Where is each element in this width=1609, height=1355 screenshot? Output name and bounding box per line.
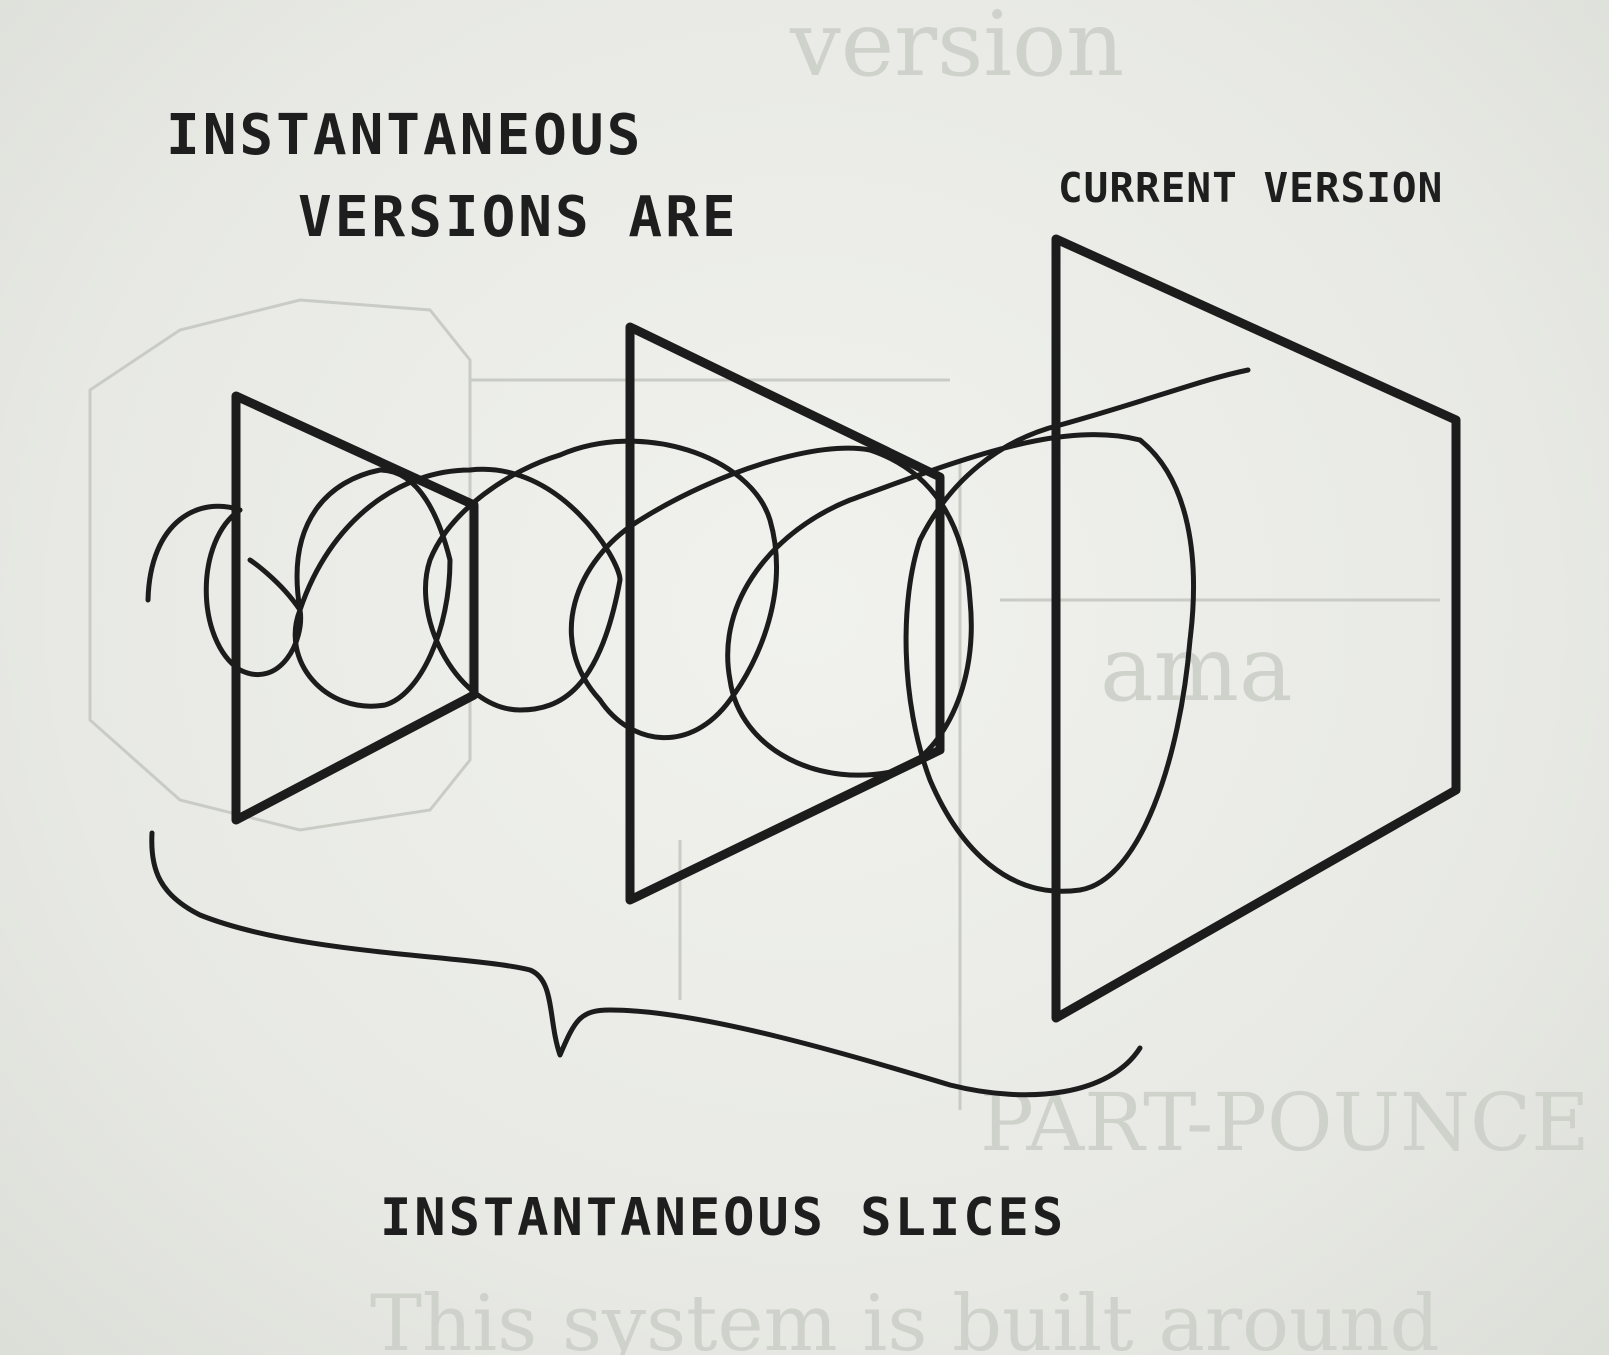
svg-text:version: version [789,0,1124,97]
slice-frame-3-current [1051,234,1461,1023]
title-line-2: VERSIONS ARE [298,185,739,250]
show-through-background: version ama PART-POUNCE This system is b… [88,0,1590,1355]
grouping-brace [149,830,1143,1098]
title-line-1: INSTANTANEOUS [166,103,644,168]
version-history-helix [145,367,1251,894]
instantaneous-slices-caption: INSTANTANEOUS SLICES [380,1188,1067,1248]
svg-text:PART-POUNCE: PART-POUNCE [980,1076,1590,1169]
current-version-label: CURRENT VERSION [1058,164,1444,212]
svg-text:This system is built around: This system is built around [370,1279,1440,1355]
svg-text:ama: ama [1100,617,1293,722]
slice-frame-2 [625,322,945,905]
slice-frame-1 [231,391,479,825]
